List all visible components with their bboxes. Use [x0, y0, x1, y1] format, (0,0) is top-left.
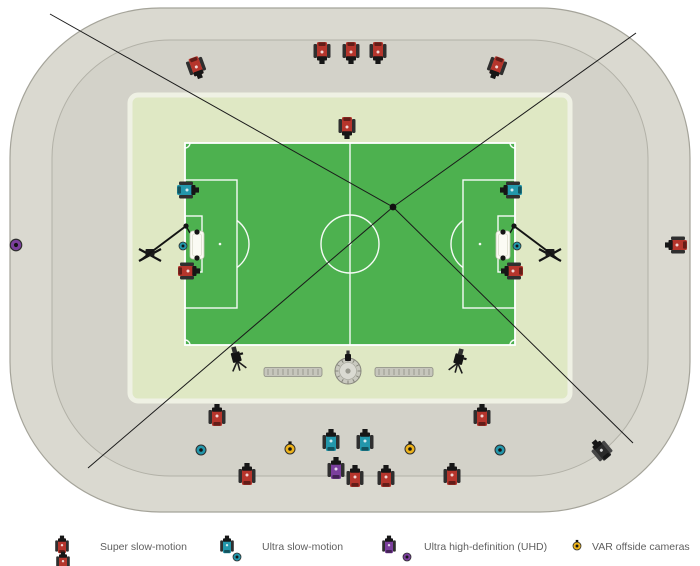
- field-camera: [448, 348, 467, 374]
- goal: [495, 230, 511, 260]
- legend-icon-camera-uhd: [382, 535, 396, 554]
- camera-markers: [9, 42, 687, 487]
- camera-super-slow-motion: [185, 56, 207, 80]
- sightline: [392, 32, 637, 208]
- goal-camera: [500, 255, 506, 261]
- camera-ultra-slow-motion: [500, 181, 522, 199]
- camera-sightlines: [49, 13, 637, 469]
- camera-crane: [509, 223, 562, 262]
- legend-extra-dot-ultra-slow-motion: [232, 552, 242, 562]
- legend-label: Ultra slow-motion: [262, 541, 343, 553]
- camera-super-slow-motion: [473, 404, 491, 426]
- team-bench: [263, 367, 323, 377]
- camera-ultra-slow-motion: [322, 429, 340, 451]
- legend-icon-camera-ultra-slow-motion: [220, 535, 234, 554]
- sightline: [392, 206, 634, 444]
- legend-extra-camera-super-slow-motion: [56, 551, 70, 566]
- legend-extra-dot-uhd: [402, 552, 412, 562]
- camera-super-slow-motion: [342, 42, 360, 64]
- dot-uhd: [9, 238, 23, 252]
- var-offside-camera: [284, 441, 296, 455]
- legend: Super slow-motion Ultra slow-motion Ultra …: [55, 535, 690, 566]
- stadium-diagram: [9, 7, 691, 513]
- dot-ultra-slow-motion: [195, 444, 207, 456]
- legend-label: Super slow-motion: [100, 541, 187, 553]
- camera-super-slow-motion: [178, 262, 200, 280]
- legend-icon-camera-super-slow-motion: [55, 535, 69, 554]
- camera-super-slow-motion: [369, 42, 387, 64]
- legend-label: Ultra high-definition (UHD): [424, 541, 547, 553]
- dot-ultra-slow-motion: [512, 241, 522, 251]
- legend-icon-var-offside-camera: [572, 539, 582, 551]
- goal: [189, 230, 205, 260]
- field-camera: [230, 346, 247, 372]
- var-offside-camera: [404, 441, 416, 455]
- camera-super-slow-motion: [443, 463, 461, 485]
- camera-ultra-slow-motion: [356, 429, 374, 451]
- legend-label: VAR offside cameras: [592, 541, 690, 553]
- camera-super-slow-motion: [346, 465, 364, 487]
- camera-super-slow-motion: [208, 404, 226, 426]
- goal-camera: [194, 255, 200, 261]
- dot-ultra-slow-motion: [178, 241, 188, 251]
- camera-super-slow-motion: [313, 42, 331, 64]
- camera-super-slow-motion: [665, 236, 687, 254]
- dot-ultra-slow-motion: [494, 444, 506, 456]
- center-camera-platform: [334, 350, 362, 385]
- sightline: [87, 206, 394, 469]
- camera-super-slow-motion: [377, 465, 395, 487]
- camera-super-slow-motion: [501, 262, 523, 280]
- camera-standard: [591, 439, 613, 462]
- camera-super-slow-motion: [238, 463, 256, 485]
- camera-crane: [138, 223, 191, 262]
- camera-uhd: [327, 457, 345, 479]
- camera-super-slow-motion: [486, 56, 508, 80]
- team-bench: [374, 367, 434, 377]
- camera-super-slow-motion: [338, 117, 356, 139]
- sightline: [49, 13, 394, 208]
- goal-camera: [500, 229, 506, 235]
- focus-point: [389, 203, 397, 211]
- camera-ultra-slow-motion: [177, 181, 199, 199]
- goal-camera: [194, 229, 200, 235]
